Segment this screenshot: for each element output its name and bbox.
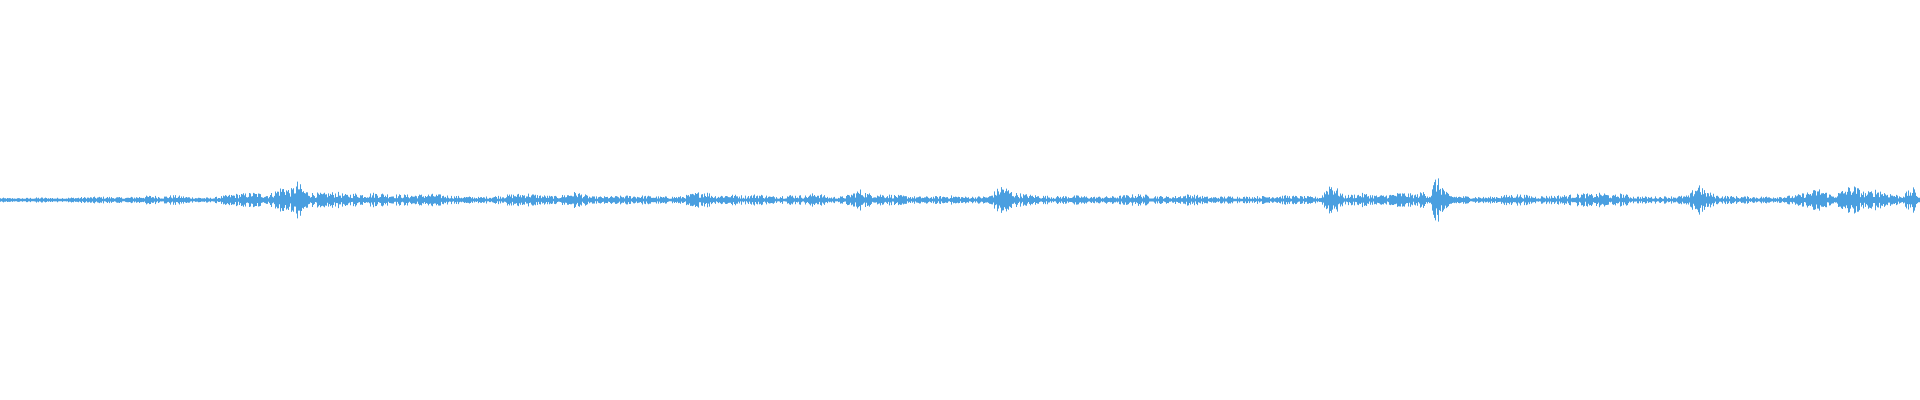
waveform-envelope <box>0 178 1920 222</box>
